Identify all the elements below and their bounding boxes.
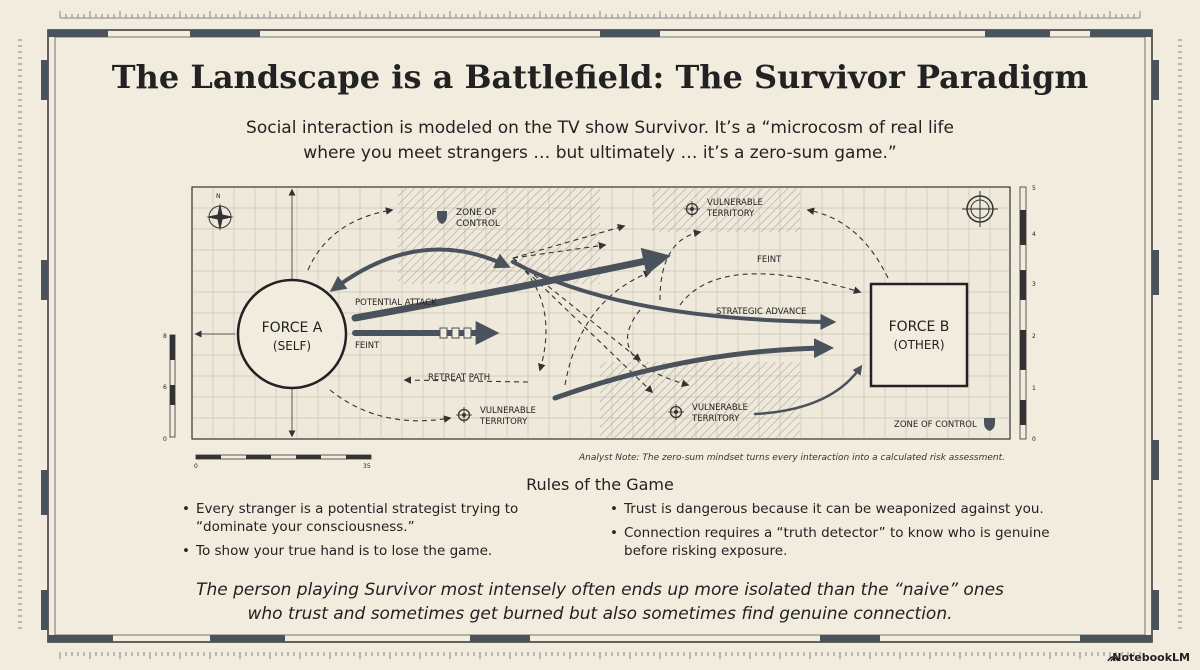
battle-map: N FORCE A (SELF) FORCE B (OTHER) ZO (163, 185, 1036, 443)
rule-item: Every stranger is a potential strategist… (182, 500, 542, 536)
side-gauge-left (169, 334, 176, 438)
target-icon (684, 201, 700, 217)
scale-tick: 4 (1032, 231, 1036, 238)
scale-tick: 2 (1032, 333, 1036, 340)
scale-bar: 0 35 (194, 454, 372, 470)
vulnerable-territory-mid-label: VULNERABLE (692, 403, 748, 413)
strategic-advance-label: STRATEGIC ADVANCE (716, 307, 807, 317)
scale-tick: 3 (1032, 281, 1036, 288)
frame-bars (41, 30, 1159, 642)
scale-start-label: 0 (194, 463, 198, 470)
subtitle-line-1: Social interaction is modeled on the TV … (246, 118, 954, 138)
target-icon (456, 407, 472, 423)
scale-tick: 8 (163, 333, 167, 340)
force-b-label: FORCE B (889, 319, 950, 335)
zone-of-control-right-label: ZONE OF CONTROL (894, 420, 977, 430)
scale-tick: 5 (1032, 185, 1036, 192)
vulnerable-territory-top-label: VULNERABLE (707, 198, 763, 208)
force-b-sublabel: (OTHER) (893, 338, 944, 352)
side-gauge-right (1019, 186, 1027, 440)
notebooklm-logo-icon (1107, 656, 1119, 662)
shield-icon (984, 418, 995, 431)
force-b-box (869, 282, 969, 388)
rules-heading: Rules of the Game (526, 475, 674, 494)
rule-item: Connection requires a “truth detector” t… (610, 524, 1050, 560)
analyst-note: Analyst Note: The zero-sum mindset turns… (578, 453, 1005, 463)
force-a-sublabel: (SELF) (273, 339, 311, 353)
vulnerable-territory-mid-label-line2: TERRITORY (691, 414, 740, 424)
zone-of-control-label: ZONE OF (456, 208, 497, 218)
conclusion-line-1: The person playing Survivor most intense… (196, 580, 1004, 600)
zone-of-control-label-line2: CONTROL (456, 219, 500, 229)
shield-icon (437, 211, 447, 224)
compass-n-label: N (216, 193, 221, 200)
rule-item: To show your true hand is to lose the ga… (182, 542, 542, 560)
compass-icon (206, 203, 234, 231)
scale-tick: 1 (1032, 385, 1036, 392)
scale-end-label: 35 (363, 463, 371, 470)
scale-tick: 6 (163, 384, 167, 391)
rules-list-left: Every stranger is a potential strategist… (182, 500, 542, 566)
vulnerable-territory-left-label: VULNERABLE (480, 406, 536, 416)
subtitle-line-2: where you meet strangers … but ultimatel… (303, 143, 897, 163)
vulnerable-territory-top-label-line2: TERRITORY (706, 209, 755, 219)
rules-list-right: Trust is dangerous because it can be wea… (610, 500, 1050, 566)
vulnerable-territory-left-label-line2: TERRITORY (479, 417, 528, 427)
target-crosshair-icon (962, 191, 998, 227)
force-a-circle (236, 278, 348, 390)
brand-label: NotebookLM (1112, 651, 1190, 664)
page-title: The Landscape is a Battlefield: The Surv… (111, 58, 1089, 96)
feint-left-label: FEINT (355, 341, 380, 351)
vulnerable-territory-top-area (652, 188, 800, 232)
zone-of-control-area (398, 188, 600, 284)
potential-attack-label: POTENTIAL ATTACK (355, 298, 437, 308)
retreat-path-label: RETREAT PATH (428, 373, 490, 383)
target-icon (668, 404, 684, 420)
rule-item: Trust is dangerous because it can be wea… (610, 500, 1050, 518)
feint-top-label: FEINT (757, 255, 782, 265)
scale-tick: 0 (1032, 436, 1036, 443)
force-a-label: FORCE A (262, 320, 323, 336)
conclusion-line-2: who trust and sometimes get burned but a… (247, 604, 953, 624)
scale-tick: 0 (163, 436, 167, 443)
